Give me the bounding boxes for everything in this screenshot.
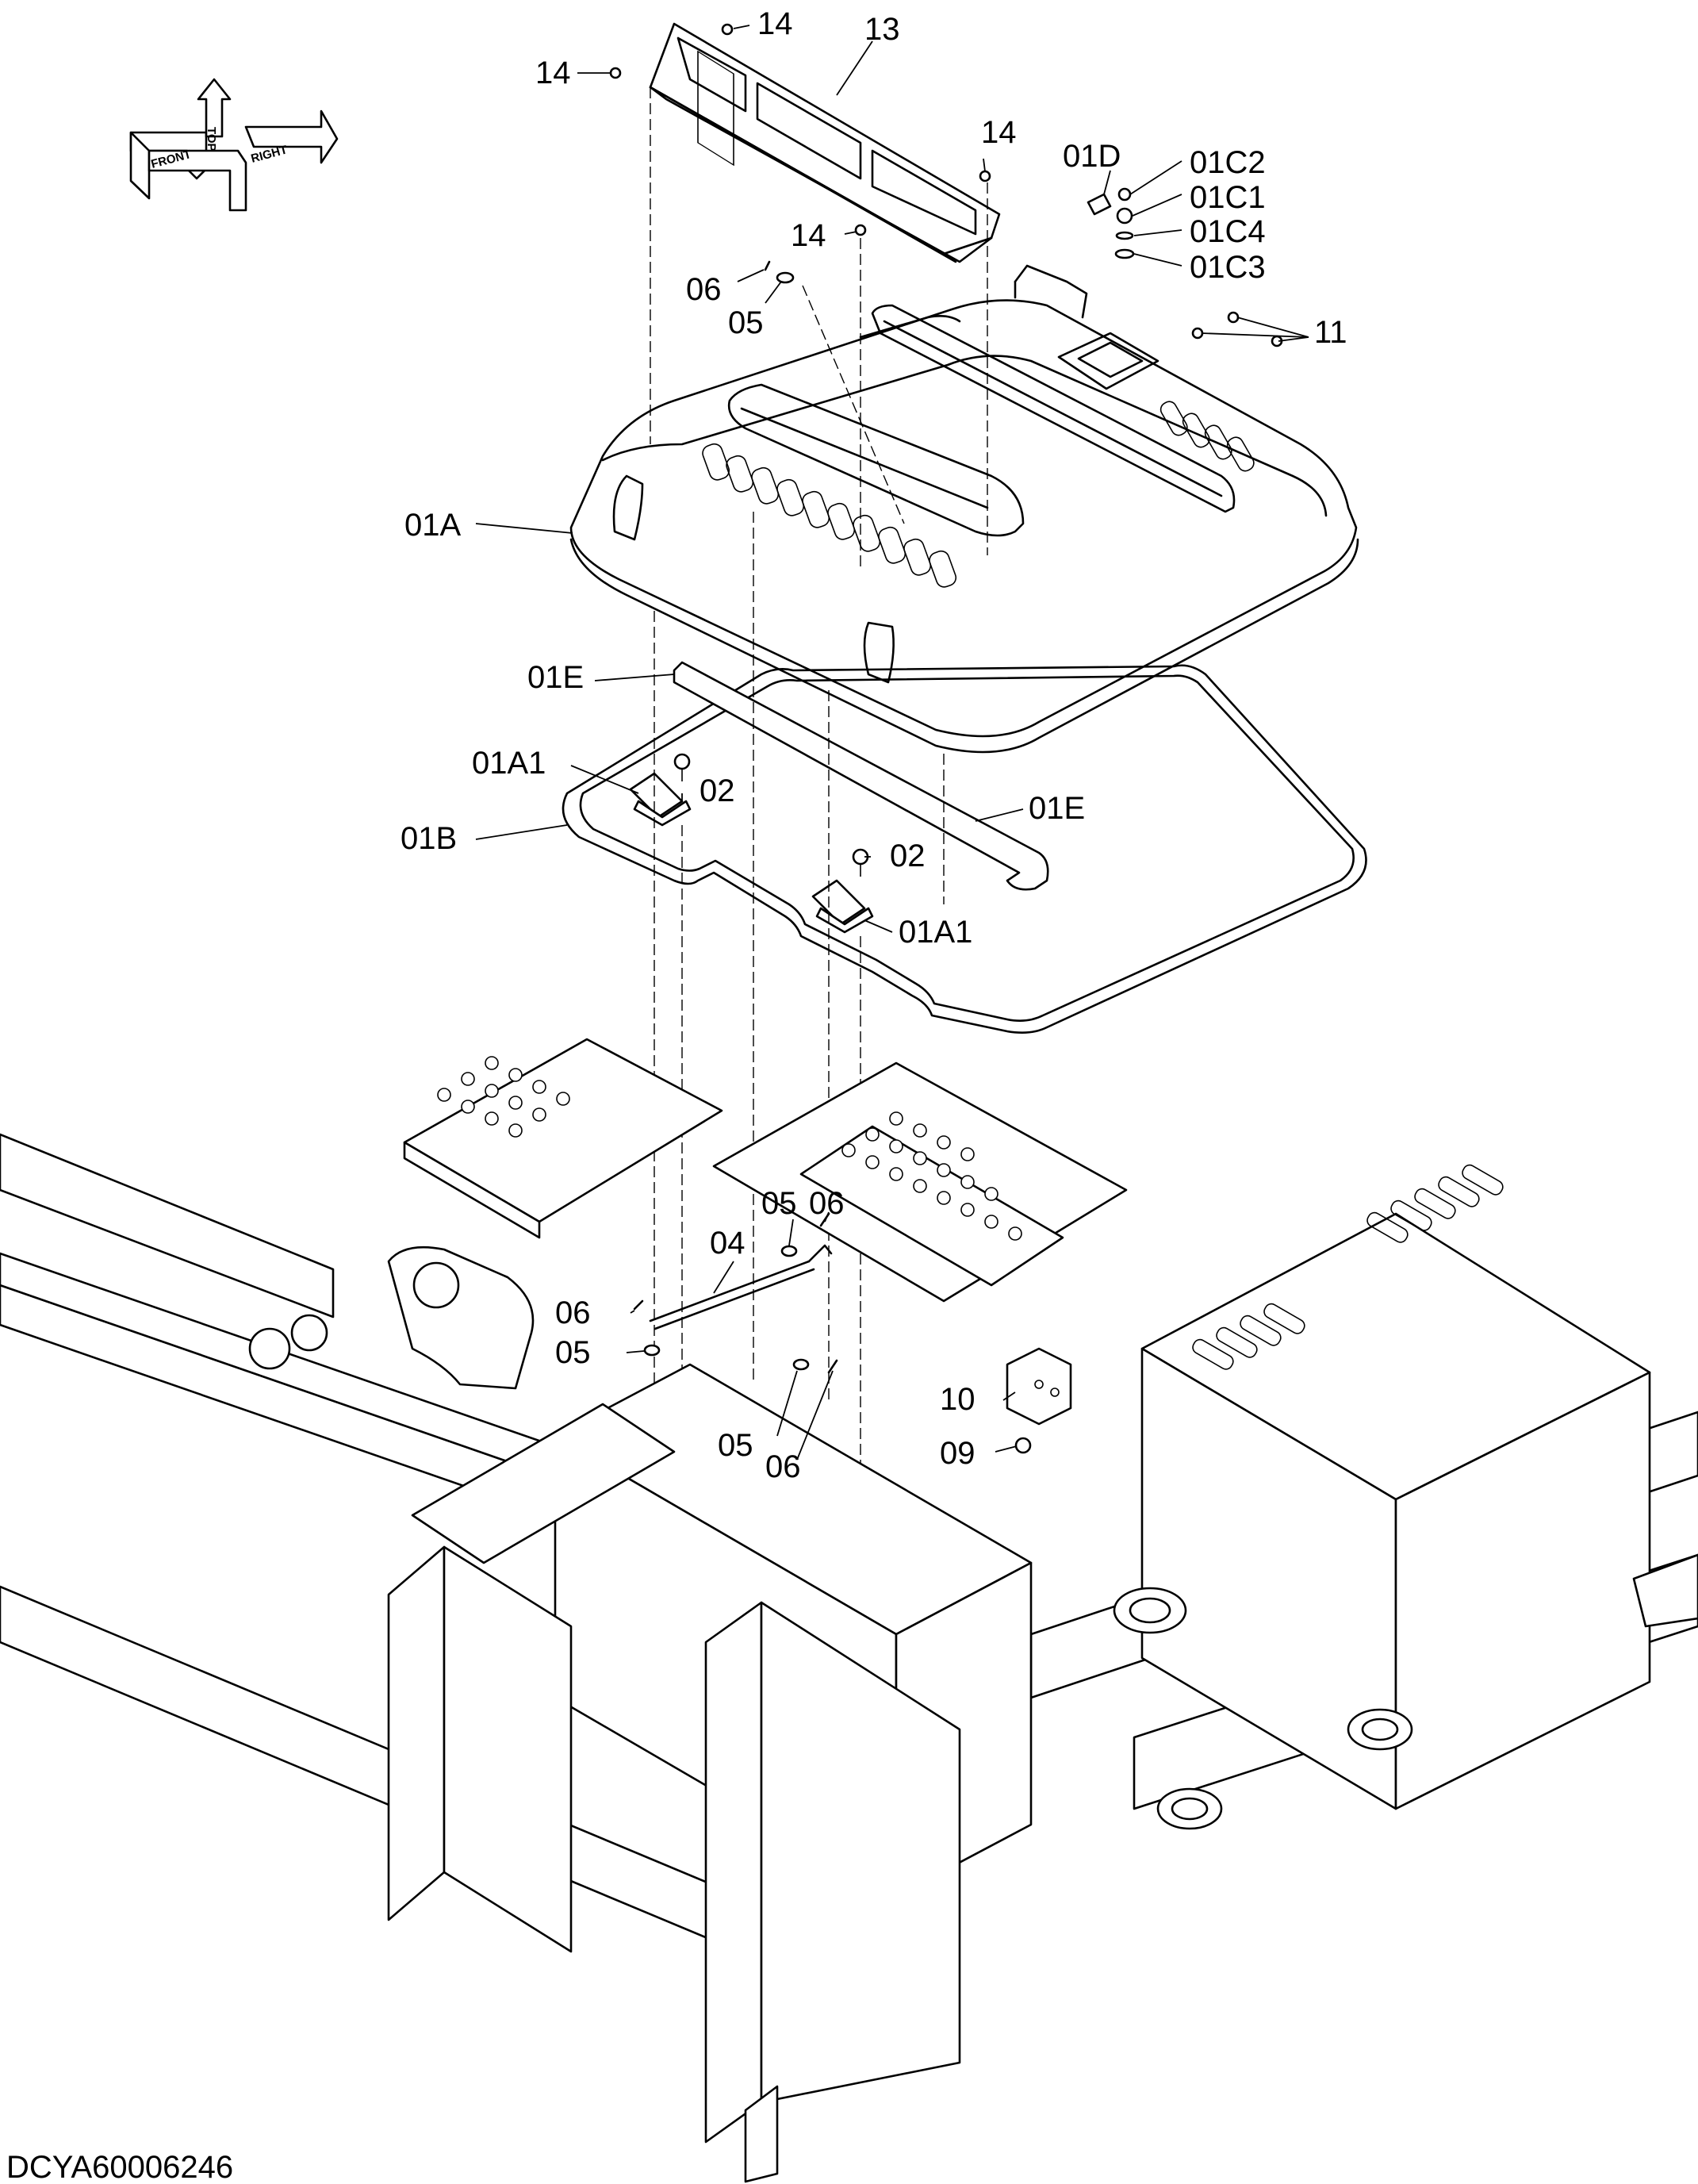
washers-and-pins-lower xyxy=(633,1212,838,1374)
callout-13: 13 xyxy=(864,12,900,47)
callout-01a: 01A xyxy=(404,508,461,543)
callout-14-lower: 14 xyxy=(791,218,826,253)
callout-01c3: 01C3 xyxy=(1190,250,1266,285)
pin-and-washer-top xyxy=(764,260,795,284)
callout-labels: 14 14 13 14 14 01D 01C2 01C1 01C4 01C3 0… xyxy=(401,6,1347,1484)
callout-01d: 01D xyxy=(1063,139,1121,174)
stay-rod-04 xyxy=(649,1244,833,1330)
bolt-09 xyxy=(1014,1437,1032,1454)
callout-01e-right: 01E xyxy=(1029,791,1085,826)
vent-slots-frame xyxy=(1192,1164,1504,1370)
callout-14-top: 14 xyxy=(757,6,793,41)
drawing-id: DCYA60006246 xyxy=(6,2150,233,2184)
bolts-14 xyxy=(609,23,991,236)
leader-lines xyxy=(475,25,1309,1460)
cover-01a xyxy=(569,264,1359,754)
callout-11: 11 xyxy=(1314,315,1347,350)
callout-01b: 01B xyxy=(401,821,457,856)
callout-05-top: 05 xyxy=(728,305,764,340)
top-bracket-13 xyxy=(649,22,1001,263)
callout-02-left: 02 xyxy=(700,773,735,808)
callout-01c4: 01C4 xyxy=(1190,214,1266,249)
perforation-holes xyxy=(437,1056,1022,1241)
hinge-01a1-right xyxy=(811,848,874,934)
callout-05-low: 05 xyxy=(718,1428,753,1463)
callout-10: 10 xyxy=(940,1382,975,1417)
callout-01e-left: 01E xyxy=(527,660,584,695)
vent-slots-right xyxy=(1159,401,1255,472)
callout-04: 04 xyxy=(710,1226,746,1261)
callout-06-top: 06 xyxy=(686,272,722,307)
callout-01c2: 01C2 xyxy=(1190,145,1266,180)
top-label: TOP xyxy=(205,127,218,152)
callout-05-mid: 05 xyxy=(761,1186,797,1221)
callout-02-right: 02 xyxy=(890,839,926,873)
frame-assembly xyxy=(0,1038,1698,2183)
callout-05-left: 05 xyxy=(555,1335,591,1370)
callout-14-right: 14 xyxy=(981,115,1017,150)
bracket-10 xyxy=(1006,1347,1072,1426)
callout-14-left: 14 xyxy=(535,56,571,90)
orientation-arrow-icon: FRONT TOP RIGHT xyxy=(129,78,339,212)
callout-06-left: 06 xyxy=(555,1295,591,1330)
vent-slots-left xyxy=(702,443,957,588)
latch-parts-01c xyxy=(1087,187,1135,259)
callout-01a1-right: 01A1 xyxy=(899,915,972,950)
callout-09: 09 xyxy=(940,1436,975,1471)
callout-06-low: 06 xyxy=(765,1449,801,1484)
callout-06-mid: 06 xyxy=(809,1186,845,1221)
callout-01a1-left: 01A1 xyxy=(472,746,546,781)
seal-strip-01e xyxy=(673,661,1049,891)
callout-01c1: 01C1 xyxy=(1190,180,1266,215)
hinge-01a1-left xyxy=(629,753,692,827)
